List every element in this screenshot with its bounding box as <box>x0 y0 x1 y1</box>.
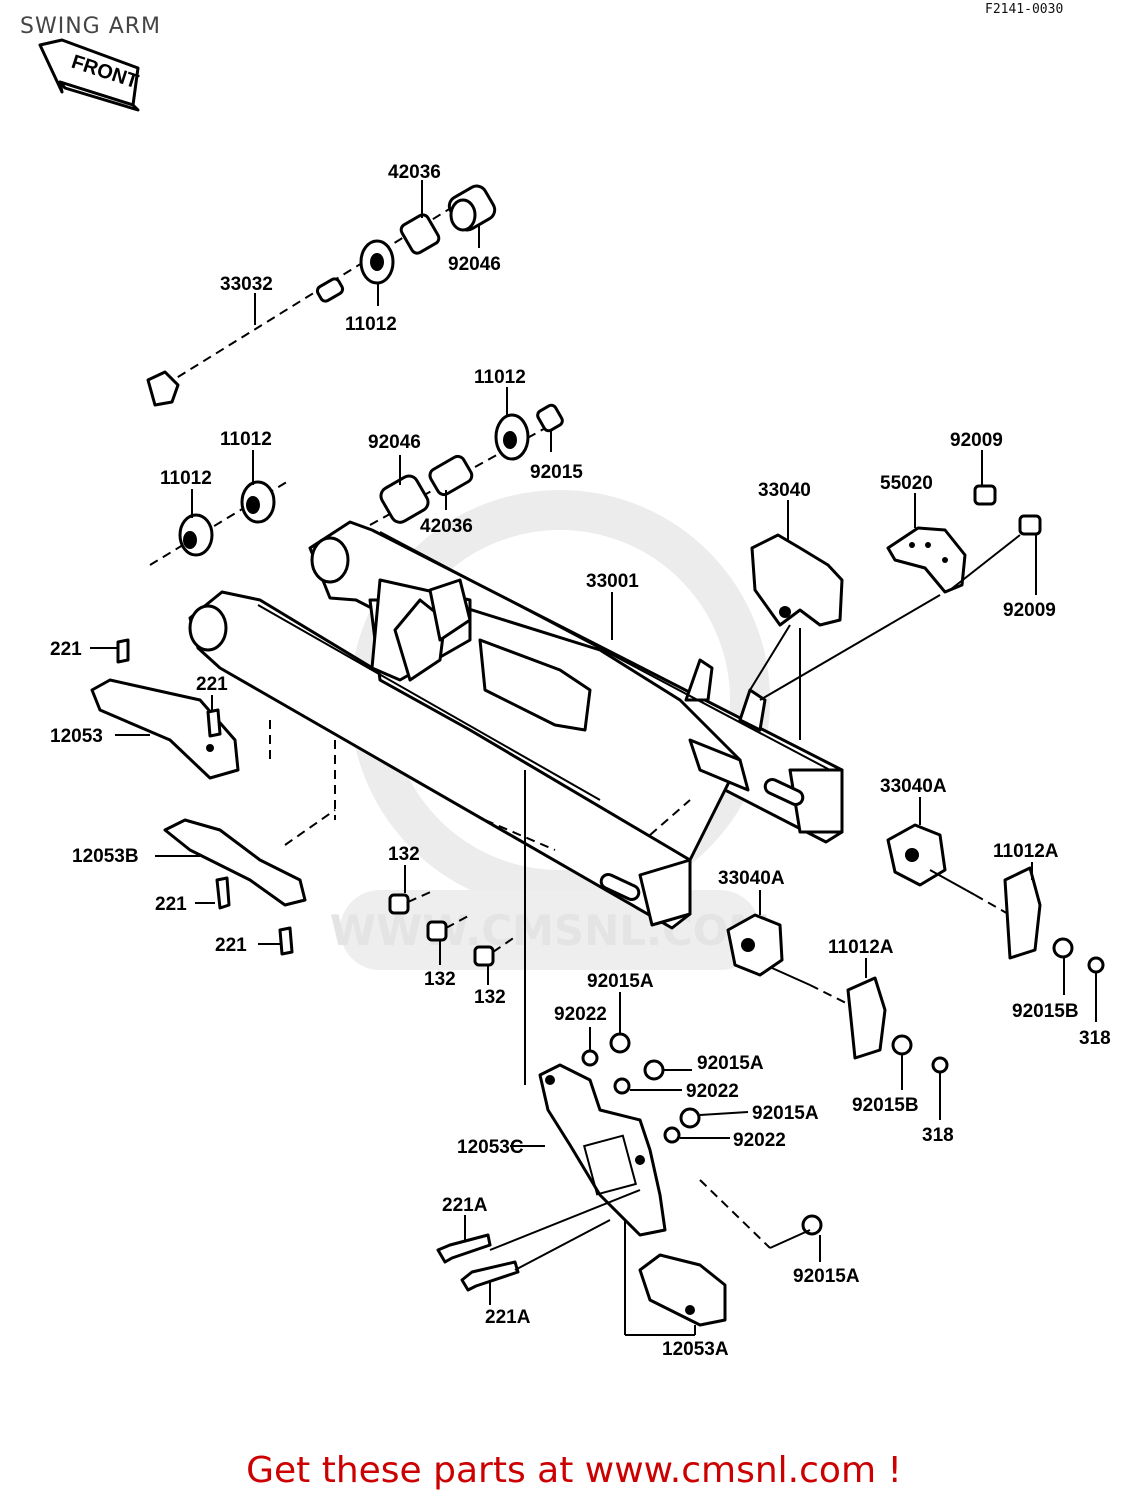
part-label: 318 <box>922 1125 954 1146</box>
part-label: 33001 <box>586 571 639 592</box>
part-label: 11012A <box>828 937 894 958</box>
part-label: 12053A <box>662 1339 729 1360</box>
part-label: 33040 <box>758 480 811 501</box>
part-label: 221A <box>485 1307 531 1328</box>
diagram-code: F2141-0030 <box>985 2 1064 17</box>
part-label: 132 <box>388 844 420 865</box>
collar-set-right <box>369 403 564 526</box>
part-label: 11012 <box>160 468 212 489</box>
leader-lines <box>90 180 1097 1336</box>
part-label: 318 <box>1079 1028 1111 1049</box>
part-label: 12053 <box>50 726 103 747</box>
part-label: 92015A <box>697 1053 764 1074</box>
part-label: 12053B <box>72 846 139 867</box>
adjuster-33040a-right <box>886 823 1105 974</box>
part-label: 92015 <box>530 462 583 483</box>
part-label: 132 <box>424 969 456 990</box>
washers-nuts-lower <box>581 1032 823 1249</box>
part-label: 132 <box>474 987 506 1008</box>
part-label: 11012A <box>993 841 1059 862</box>
part-labels: 42036 92046 33032 11012 11012 92015 9204… <box>50 162 1111 1360</box>
part-label: 42036 <box>420 516 473 537</box>
part-label: 92015A <box>752 1103 819 1124</box>
part-label: 92015A <box>793 1266 860 1287</box>
part-label: 221A <box>442 1195 488 1216</box>
part-label: 221 <box>50 639 82 660</box>
front-arrow-icon: FRONT <box>38 38 141 112</box>
bolts-221a <box>436 1189 641 1292</box>
part-label: 92009 <box>950 430 1003 451</box>
part-label: 92046 <box>368 432 421 453</box>
part-label: 11012 <box>474 367 526 388</box>
bushing-11012-top <box>359 239 395 285</box>
part-label: 92015B <box>1012 1001 1079 1022</box>
footer-link[interactable]: Get these parts at www.cmsnl.com ! <box>246 1450 902 1491</box>
part-label: 42036 <box>388 162 441 183</box>
seal-92046-top <box>447 184 497 232</box>
part-label: 221 <box>155 894 187 915</box>
chain-guard-12053 <box>90 638 240 780</box>
plate-55020 <box>886 484 1042 594</box>
chain-guard-12053b <box>163 720 336 956</box>
swing-arm-body <box>188 520 844 930</box>
part-label: 33040A <box>880 776 947 797</box>
part-label: 92009 <box>1003 600 1056 621</box>
part-label: 92015B <box>852 1095 919 1116</box>
part-label: 92015A <box>587 971 654 992</box>
part-label: 55020 <box>880 473 933 494</box>
chain-slider-12053a <box>638 1253 727 1327</box>
part-label: 11012 <box>345 314 397 335</box>
part-label: 221 <box>196 674 228 695</box>
bushing-11012-left <box>149 479 291 566</box>
page-title: SWING ARM <box>20 14 162 39</box>
part-label: 33040A <box>718 868 785 889</box>
part-label: 33032 <box>220 274 273 295</box>
part-label: 12053C <box>457 1137 524 1158</box>
part-label: 92022 <box>554 1004 607 1025</box>
chain-adjuster-33040 <box>750 533 844 627</box>
part-label: 92022 <box>686 1081 739 1102</box>
part-label: 11012 <box>220 429 272 450</box>
part-label: 221 <box>215 935 247 956</box>
part-label: 92022 <box>733 1130 786 1151</box>
adjuster-33040a-left <box>726 913 949 1074</box>
collar-42036-top <box>399 213 441 255</box>
part-label: 92046 <box>448 254 501 275</box>
bolt-132 <box>388 889 516 967</box>
